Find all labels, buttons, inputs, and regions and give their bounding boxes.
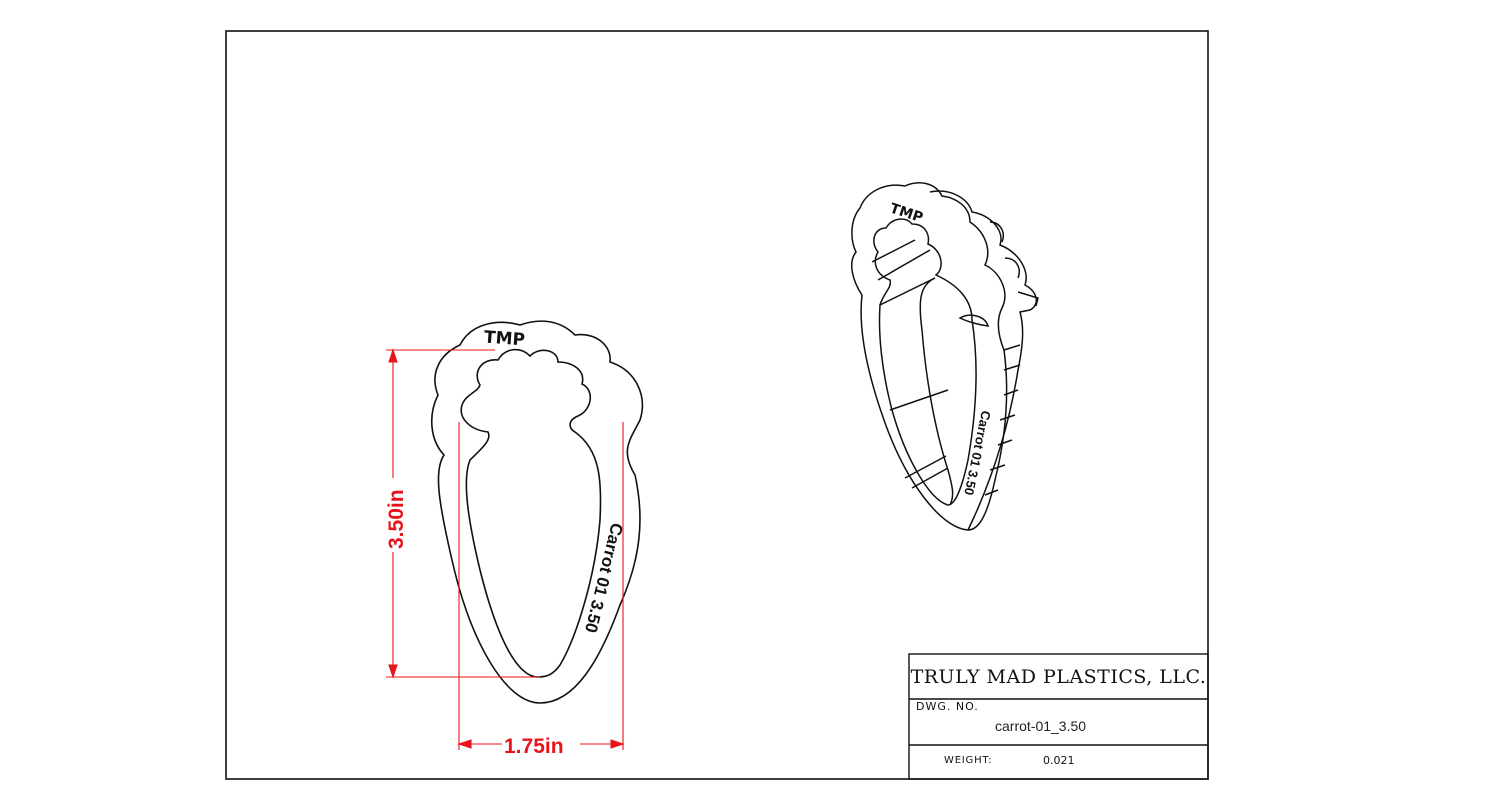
iso-inner-wall-carrot bbox=[919, 277, 954, 506]
weight-label: WEIGHT: bbox=[944, 755, 993, 766]
dwg-no-value: carrot-01_3.50 bbox=[995, 718, 1087, 734]
iso-inner-bottom bbox=[904, 455, 949, 489]
iso-label-tmp: TMP bbox=[888, 201, 925, 227]
dim-width-value: 1.75in bbox=[504, 735, 564, 758]
dim-height-value: 3.50in bbox=[385, 489, 408, 549]
dim-height-arrow-top bbox=[388, 348, 398, 363]
front-label-side: Carrot 01 3.50 bbox=[581, 521, 627, 635]
dimensions bbox=[386, 348, 625, 750]
dim-width-arrow-right bbox=[610, 739, 625, 749]
weight-value: 0.021 bbox=[1043, 754, 1075, 767]
iso-back-lobes bbox=[989, 221, 1039, 307]
front-outer-outline bbox=[430, 320, 644, 704]
iso-view: TMP Carrot 01 3.50 bbox=[850, 182, 1039, 531]
dim-height-arrow-bottom bbox=[388, 664, 398, 679]
iso-inner-slot bbox=[958, 314, 990, 327]
company-name: TRULY MAD PLASTICS, LLC. bbox=[910, 666, 1207, 688]
iso-label-side: Carrot 01 3.50 bbox=[961, 409, 994, 496]
front-inner-outline bbox=[460, 348, 602, 678]
iso-inner-outline bbox=[873, 218, 977, 506]
title-block bbox=[908, 653, 1209, 780]
title-block-frame bbox=[908, 653, 1209, 780]
iso-inner-wall-left bbox=[871, 239, 949, 411]
iso-rim-edges bbox=[967, 344, 1021, 531]
dim-width-arrow-left bbox=[457, 739, 472, 749]
dwg-no-label: DWG. NO. bbox=[916, 700, 979, 713]
front-label-tmp: TMP bbox=[483, 327, 525, 350]
iso-back-outline bbox=[929, 190, 1037, 516]
front-view: TMP Carrot 01 3.50 bbox=[430, 320, 644, 704]
sheet-border bbox=[225, 30, 1209, 780]
